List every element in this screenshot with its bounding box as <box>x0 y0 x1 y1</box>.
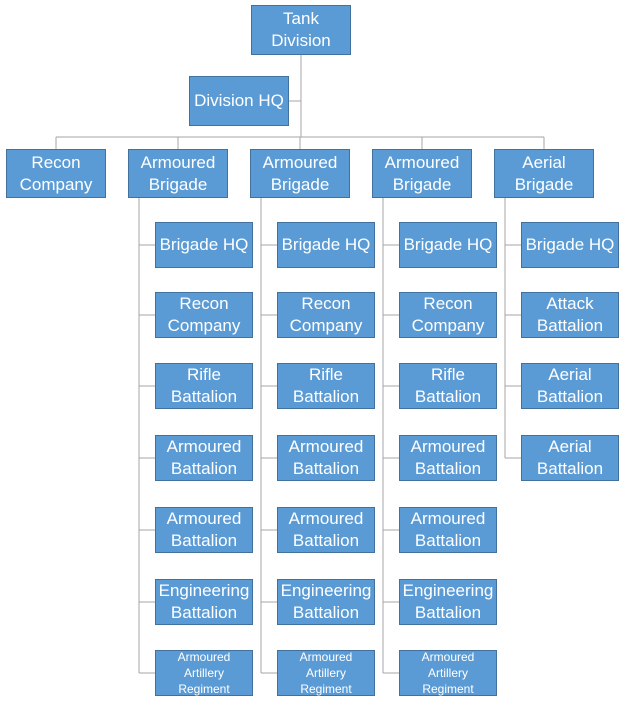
sub-unit-2-2: Rifle Battalion <box>277 363 375 409</box>
sub-unit-2-0: Brigade HQ <box>277 222 375 268</box>
sub-unit-3-4: Armoured Battalion <box>399 507 497 553</box>
sub-unit-1-1: Recon Company <box>155 292 253 338</box>
sub-unit-3-6: Armoured Artillery Regiment <box>399 650 497 696</box>
sub-unit-1-6: Armoured Artillery Regiment <box>155 650 253 696</box>
sub-unit-3-3: Armoured Battalion <box>399 435 497 481</box>
hq-node: Division HQ <box>189 76 289 126</box>
sub-unit-1-5: Engineering Battalion <box>155 579 253 625</box>
sub-unit-2-3: Armoured Battalion <box>277 435 375 481</box>
sub-unit-3-5: Engineering Battalion <box>399 579 497 625</box>
root-node: Tank Division <box>251 5 351 55</box>
sub-unit-4-2: Aerial Battalion <box>521 363 619 409</box>
top-unit-4: Aerial Brigade <box>494 149 594 198</box>
sub-unit-1-0: Brigade HQ <box>155 222 253 268</box>
sub-unit-2-5: Engineering Battalion <box>277 579 375 625</box>
sub-unit-2-4: Armoured Battalion <box>277 507 375 553</box>
sub-unit-1-4: Armoured Battalion <box>155 507 253 553</box>
sub-unit-3-0: Brigade HQ <box>399 222 497 268</box>
sub-unit-4-0: Brigade HQ <box>521 222 619 268</box>
sub-unit-3-1: Recon Company <box>399 292 497 338</box>
sub-unit-2-6: Armoured Artillery Regiment <box>277 650 375 696</box>
top-unit-1: Armoured Brigade <box>128 149 228 198</box>
sub-unit-4-1: Attack Battalion <box>521 292 619 338</box>
sub-unit-1-2: Rifle Battalion <box>155 363 253 409</box>
sub-unit-2-1: Recon Company <box>277 292 375 338</box>
top-unit-0: Recon Company <box>6 149 106 198</box>
sub-unit-4-3: Aerial Battalion <box>521 435 619 481</box>
top-unit-3: Armoured Brigade <box>372 149 472 198</box>
sub-unit-1-3: Armoured Battalion <box>155 435 253 481</box>
top-unit-2: Armoured Brigade <box>250 149 350 198</box>
sub-unit-3-2: Rifle Battalion <box>399 363 497 409</box>
